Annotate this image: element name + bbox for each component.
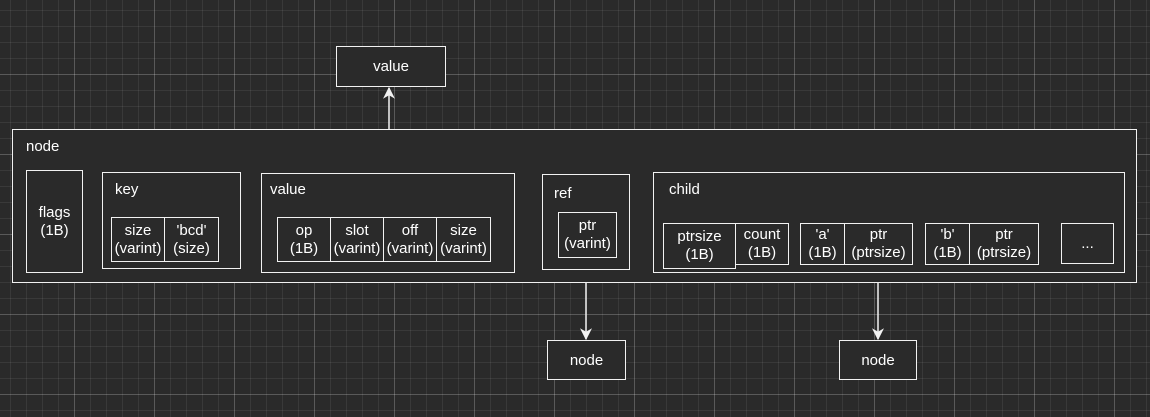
child-ptrsize-cell: ptrsize (1B) [663,223,736,269]
child-count-type: (1B) [747,244,777,261]
value-label: value [270,181,306,198]
child-ptrsize-type: (1B) [685,246,714,263]
child-b-name: 'b' [940,226,955,243]
child-more-label: ... [1081,235,1094,252]
value-op-name: op [295,221,313,239]
child-a-ptr-type: (ptrsize) [851,244,906,261]
ref-ptr-name: ptr [578,217,597,234]
value-op-type: (1B) [289,239,319,257]
child-count-cell: count (1B) [735,223,789,265]
child-b-ptr-type: (ptrsize) [976,244,1032,261]
child-label: child [669,181,700,198]
key-size-type: (varint) [114,239,162,257]
key-bcd-name: 'bcd' [176,221,207,239]
child-a-type: (1B) [808,244,837,261]
flags-name: flags [38,203,71,221]
child-count-name: count [743,226,781,243]
ref-ptr-type: (varint) [564,235,611,252]
value-op-cell: op (1B) [277,217,331,262]
key-size-cell: size (varint) [111,217,165,262]
child-a-ptr-name: ptr [869,226,888,243]
child-b-cell: 'b' (1B) [925,223,970,265]
value-slot-cell: slot (varint) [330,217,384,262]
child-a-name: 'a' [815,226,830,243]
node-label: node [26,138,60,155]
ref-target-label: node [569,351,604,369]
top-value-box: value [336,46,446,87]
child-b-ptr-cell: ptr (ptrsize) [969,223,1039,265]
child-ptrsize-name: ptrsize [677,228,722,245]
child-a-cell: 'a' (1B) [800,223,845,265]
child-target-label: node [861,351,895,369]
value-slot-name: slot [345,221,369,239]
value-size-cell: size (varint) [436,217,491,262]
child-b-type: (1B) [933,244,962,261]
ref-ptr-cell: ptr (varint) [558,212,617,258]
ref-label: ref [554,185,572,202]
value-size-name: size [450,221,477,239]
top-value-label: value [373,58,409,75]
value-off-name: off [401,221,419,239]
child-target-node: node [839,340,917,380]
flags-field: flags (1B) [26,170,83,273]
key-label: key [115,181,139,198]
flags-size: (1B) [40,221,69,239]
child-more-cell: ... [1061,223,1114,264]
child-b-ptr-name: ptr [995,226,1013,243]
key-bcd-cell: 'bcd' (size) [164,217,219,262]
value-slot-type: (varint) [333,239,381,257]
value-off-cell: off (varint) [383,217,437,262]
key-size-name: size [124,221,152,239]
ref-target-node: node [547,340,626,380]
child-a-ptr-cell: ptr (ptrsize) [844,223,913,265]
value-off-type: (varint) [386,239,434,257]
key-bcd-type: (size) [173,239,210,257]
value-size-type: (varint) [440,239,487,257]
